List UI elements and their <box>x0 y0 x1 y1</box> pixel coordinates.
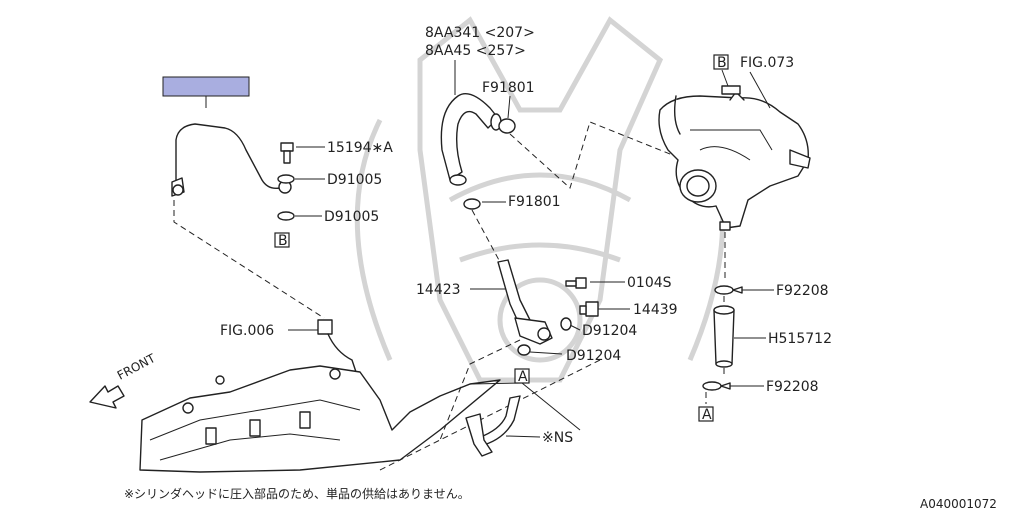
bolt-0104s <box>565 277 587 289</box>
turbocharger <box>658 85 811 231</box>
svg-text:B: B <box>717 55 727 71</box>
label-fig-006: FIG.006 <box>220 323 274 339</box>
marker-b-top <box>713 54 729 70</box>
svg-text:A: A <box>702 407 712 423</box>
label-8aa45: 8AA45 <257> <box>425 43 526 59</box>
footnote: ※シリンダヘッドに圧入部品のため、単品の供給はありません。 <box>124 486 470 501</box>
label-f91801-lower: F91801 <box>508 194 561 210</box>
diagram-code: A040001072 <box>920 497 997 511</box>
oil-feed-pipe <box>171 123 292 197</box>
hose-h515712 <box>713 305 735 368</box>
water-pipe-14423 <box>497 259 553 345</box>
svg-text:B: B <box>278 233 288 249</box>
label-f92208-top: F92208 <box>776 283 829 299</box>
label-14423: 14423 <box>416 282 461 298</box>
label-d91005-upper: D91005 <box>327 172 382 188</box>
label-d91204-b: D91204 <box>566 348 621 364</box>
label-f91801-upper: F91801 <box>482 80 535 96</box>
washer-lower <box>277 211 322 221</box>
water-hose-upper <box>440 93 502 186</box>
front-label: FRONT <box>115 351 158 383</box>
label-d91204-a: D91204 <box>582 323 637 339</box>
label-0104s: 0104S <box>627 275 672 291</box>
label-14439: 14439 <box>633 302 678 318</box>
engine-block <box>139 365 501 473</box>
marker-b-left <box>274 232 290 248</box>
front-arrow: FRONT <box>89 351 158 409</box>
label-ns: ※NS <box>542 430 573 446</box>
clamp-f92208-top <box>714 285 743 295</box>
washer-upper <box>277 174 325 184</box>
banjo-bolt <box>280 142 325 164</box>
ns-hose <box>465 395 521 457</box>
union-bolt-14439 <box>579 301 599 317</box>
gasket-d91204-b <box>517 344 531 356</box>
clamp-upper <box>498 118 516 134</box>
label-15194: 15194∗A <box>327 140 393 156</box>
highlight-box <box>162 76 250 97</box>
label-fig-073: FIG.073 <box>740 55 794 71</box>
clamp-f92208-bottom <box>702 381 731 391</box>
label-8aa341: 8AA341 <207> <box>425 25 535 41</box>
label-d91005-lower: D91005 <box>324 209 379 225</box>
marker-a-right <box>698 406 714 422</box>
svg-text:A: A <box>518 369 528 385</box>
label-h515712: H515712 <box>768 331 832 347</box>
clamp-lower <box>463 198 481 210</box>
label-f92208-bottom: F92208 <box>766 379 819 395</box>
gasket-d91204-a <box>560 317 572 331</box>
